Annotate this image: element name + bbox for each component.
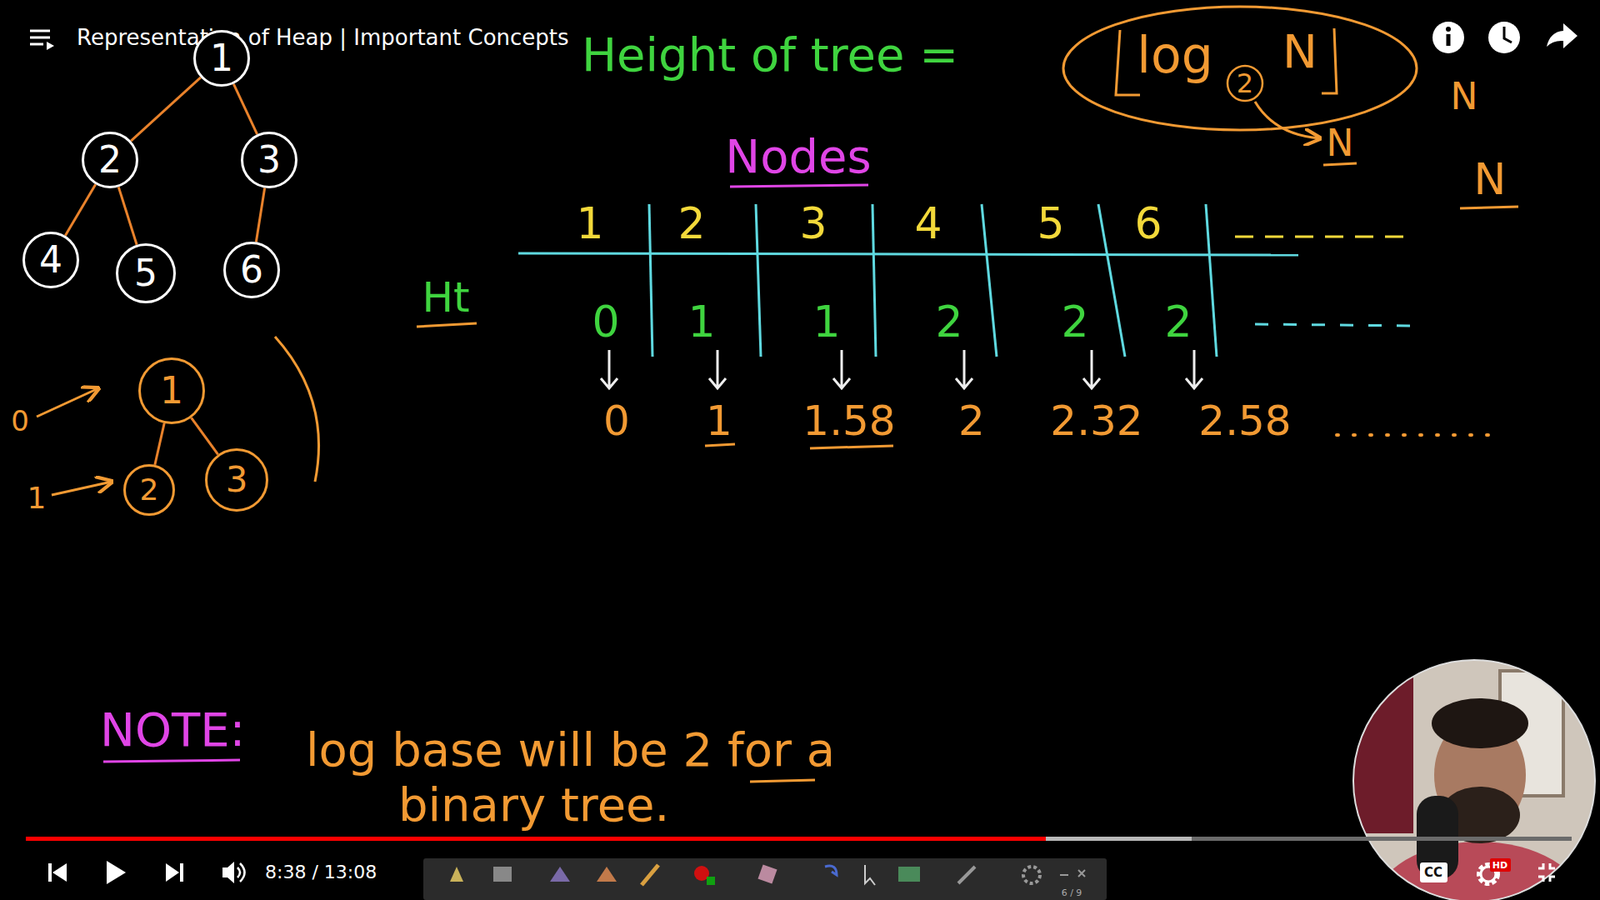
underline <box>1460 206 1519 209</box>
table-cell: 0 <box>591 300 620 344</box>
node-value: 2 <box>140 475 160 505</box>
log-value: 2 <box>958 400 985 442</box>
down-arrows <box>600 350 1203 389</box>
tree-edge <box>191 417 219 455</box>
heap-node-circle: 1 <box>138 357 205 425</box>
tree-edge <box>255 188 265 243</box>
underline <box>1323 163 1357 165</box>
progress-played <box>25 836 1046 841</box>
floor-bracket-right <box>1321 28 1337 94</box>
underline <box>750 780 815 782</box>
table-cell: 1 <box>687 300 715 344</box>
heap-node-circle: 1 <box>193 30 250 87</box>
table-heading: Nodes <box>725 133 871 180</box>
node-value: 4 <box>39 241 63 279</box>
underline <box>730 185 869 187</box>
info-icon <box>1432 21 1465 54</box>
formula-log: log <box>1136 30 1213 80</box>
log-value: 0 <box>603 400 630 442</box>
table-cell: 2 <box>1060 300 1089 344</box>
tree-edge <box>65 184 95 235</box>
cc-text: CC <box>1424 866 1443 880</box>
table-cell: 2 <box>1164 300 1192 344</box>
node-value: 2 <box>98 141 122 179</box>
underline <box>103 760 240 762</box>
formula-heading: Height of tree = <box>581 31 959 79</box>
continuation-dashes <box>1255 324 1419 326</box>
formula-base: 2 <box>1236 70 1254 97</box>
video-title: Representation of Heap | Important Conce… <box>76 26 570 49</box>
log-value: 1.58 <box>802 400 895 442</box>
underline <box>810 445 894 449</box>
table-cell: 1 <box>812 300 840 344</box>
table-lines <box>518 204 1299 357</box>
formula-variable: N <box>1326 125 1355 162</box>
watch-later-icon <box>1488 21 1520 54</box>
table-cell: 4 <box>914 201 942 245</box>
hd-badge <box>1490 858 1511 872</box>
formula-variable: N <box>1450 78 1479 115</box>
player-controls <box>48 860 245 885</box>
fullscreen-exit-icon <box>1538 863 1555 882</box>
page-counter: 6 / 9 <box>1061 888 1083 898</box>
time-display: 8:38 / 13:08 <box>265 863 377 882</box>
base-arrow <box>1255 101 1320 139</box>
table-cell: 2 <box>935 300 963 344</box>
table-cell: 3 <box>799 201 827 245</box>
node-value: 1 <box>210 40 234 77</box>
log-value: 2.58 <box>1198 400 1291 442</box>
note-text: log base will be 2 for a <box>305 726 835 774</box>
floor-bracket-left <box>1115 30 1140 95</box>
log-value: 1 <box>705 400 733 442</box>
webcam-border <box>1353 660 1595 900</box>
tree-edge <box>130 77 201 141</box>
level-arrow <box>36 388 99 417</box>
row-heading: Ht <box>421 276 470 319</box>
heap-node-circle: 6 <box>223 241 280 299</box>
heap-node-circle: 5 <box>115 243 176 304</box>
level-number: 1 <box>27 483 47 514</box>
table-cell: 6 <box>1134 201 1162 245</box>
formula-ellipse <box>1063 6 1417 130</box>
underline <box>416 323 477 327</box>
heap-node-circle: 4 <box>22 231 80 289</box>
formula-variable: N <box>1474 157 1507 201</box>
level-number: 0 <box>10 406 30 435</box>
cc-button <box>1420 862 1448 883</box>
heap-node-circle: 2 <box>81 131 139 189</box>
underline <box>705 444 735 446</box>
table-cell: 2 <box>677 201 705 245</box>
node-value: 6 <box>240 251 264 289</box>
drawing-toolbar <box>423 858 1107 900</box>
level-arrow <box>51 481 112 495</box>
continuation-dashes <box>1235 235 1414 239</box>
note-heading: NOTE: <box>100 706 245 754</box>
progress-buffer <box>25 836 1192 841</box>
tree-edge <box>233 84 257 135</box>
base-circle <box>1227 65 1263 101</box>
heap-node-circle: 3 <box>240 131 298 189</box>
heap-node-circle: 2 <box>123 464 175 516</box>
progress-track <box>25 836 1572 841</box>
heap-node-circle: 3 <box>205 448 269 512</box>
table-cell: 5 <box>1036 201 1065 245</box>
formula-variable: N <box>1282 28 1318 75</box>
table-cell: 1 <box>575 201 604 245</box>
node-value: 3 <box>225 462 249 498</box>
node-value: 3 <box>257 141 281 179</box>
node-value: 5 <box>134 255 158 292</box>
tree-bracket <box>275 336 320 482</box>
playlist-icon <box>30 30 55 50</box>
share-icon <box>1546 23 1578 49</box>
tree-edge <box>155 423 165 465</box>
hd-text: HD <box>1492 860 1508 870</box>
webcam-overlay <box>1350 658 1600 900</box>
note-text: binary tree. <box>398 781 670 829</box>
continuation-dots <box>1336 433 1500 437</box>
log-value: 2.32 <box>1050 400 1143 442</box>
tree-edge <box>118 186 137 245</box>
node-value: 1 <box>160 372 184 410</box>
